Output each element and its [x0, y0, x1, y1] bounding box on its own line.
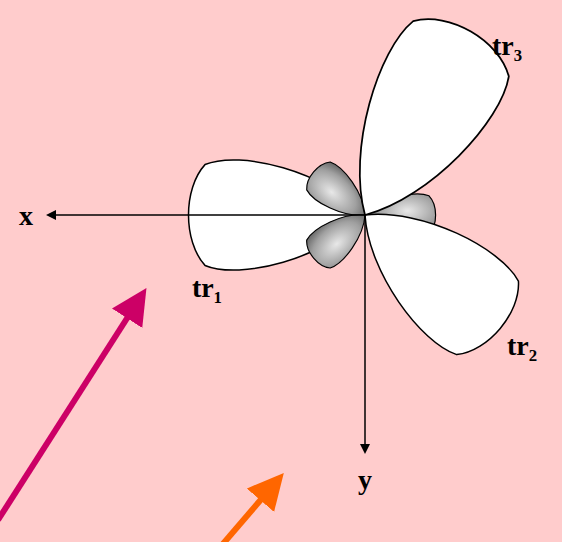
axis-label: y — [358, 466, 372, 494]
orbital-label: tr₃ — [492, 32, 522, 60]
orbital-lobe — [313, 1, 523, 245]
pointer-arrow — [222, 482, 276, 542]
axis-label: x — [19, 202, 33, 230]
orbital-label: tr₁ — [192, 274, 222, 302]
y-axis — [364, 215, 366, 452]
pointer-arrow — [0, 298, 140, 520]
orbital-label: tr₂ — [507, 332, 537, 360]
x-axis — [48, 214, 365, 216]
